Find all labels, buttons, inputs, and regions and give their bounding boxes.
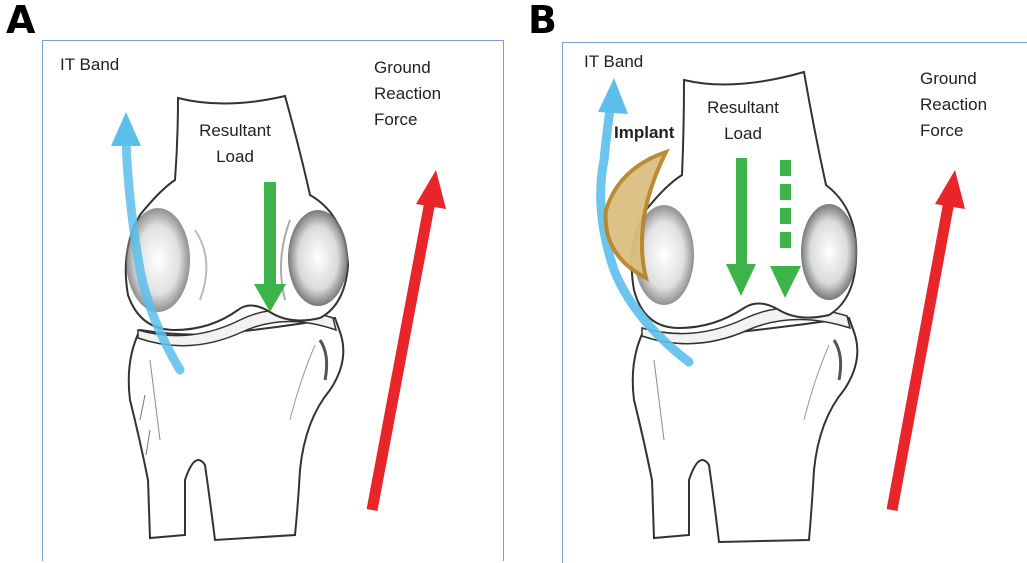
panel-a: A [0,0,513,548]
tibia [633,318,858,542]
ground-reaction-force-label: Ground Reaction Force [374,55,441,133]
implant-label: Implant [614,120,674,146]
ground-reaction-force-arrow [892,170,965,510]
it-band-label: IT Band [584,49,643,75]
ground-reaction-force-arrow [372,170,446,510]
panel-b: B [514,0,1027,548]
resultant-load-label: Resultant Load [190,118,280,170]
resultant-load-label: Resultant Load [698,95,788,147]
ground-reaction-force-label: Ground Reaction Force [920,66,987,144]
it-band-label: IT Band [60,52,119,78]
tibia [129,318,344,540]
